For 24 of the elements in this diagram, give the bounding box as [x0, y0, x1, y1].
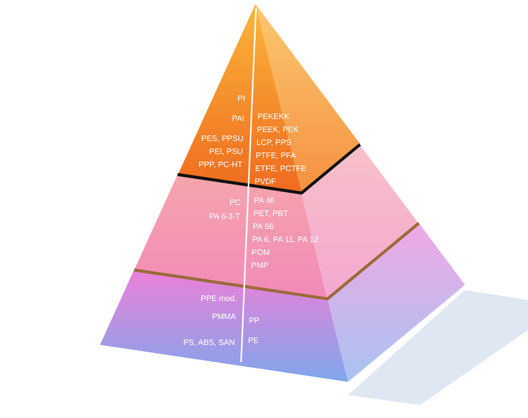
polymer-label: PPP, PC-HT: [198, 160, 242, 170]
polymer-label: PTFE, PFA: [256, 151, 296, 161]
polymer-label: PEKEKK: [257, 112, 290, 122]
polymer-label: PA 6, PA 11, PA 12: [252, 235, 318, 245]
polymer-label: PE: [248, 336, 259, 346]
polymer-label: PA 6-3-T: [209, 212, 240, 222]
polymer-label: PPE mod.: [200, 294, 237, 304]
polymer-label: PC: [230, 198, 241, 208]
polymer-label: POM: [252, 248, 270, 258]
polymer-label: PA 46: [254, 196, 275, 206]
polymer-label: PET, PBT: [253, 209, 288, 219]
polymer-label: PEI, PSU: [209, 147, 243, 157]
polymer-label: PEEK, PEK: [256, 125, 299, 135]
polymer-label: PP: [248, 316, 260, 326]
polymer-label: PES, PPSU: [201, 134, 244, 144]
polymer-label: PI: [238, 94, 246, 104]
polymer-label: PAI: [232, 114, 244, 124]
polymer-label: PS, ABS, SAN: [183, 338, 235, 348]
polymer-label: LCP, PPS: [256, 138, 292, 148]
polymer-label: PMMA: [212, 312, 236, 322]
polymer-label: PA 66: [252, 222, 274, 232]
polymer-label: PVDF: [254, 177, 276, 187]
polymer-label: PMP: [251, 261, 268, 271]
polymer-label: ETFE, PCTFE: [255, 164, 306, 174]
